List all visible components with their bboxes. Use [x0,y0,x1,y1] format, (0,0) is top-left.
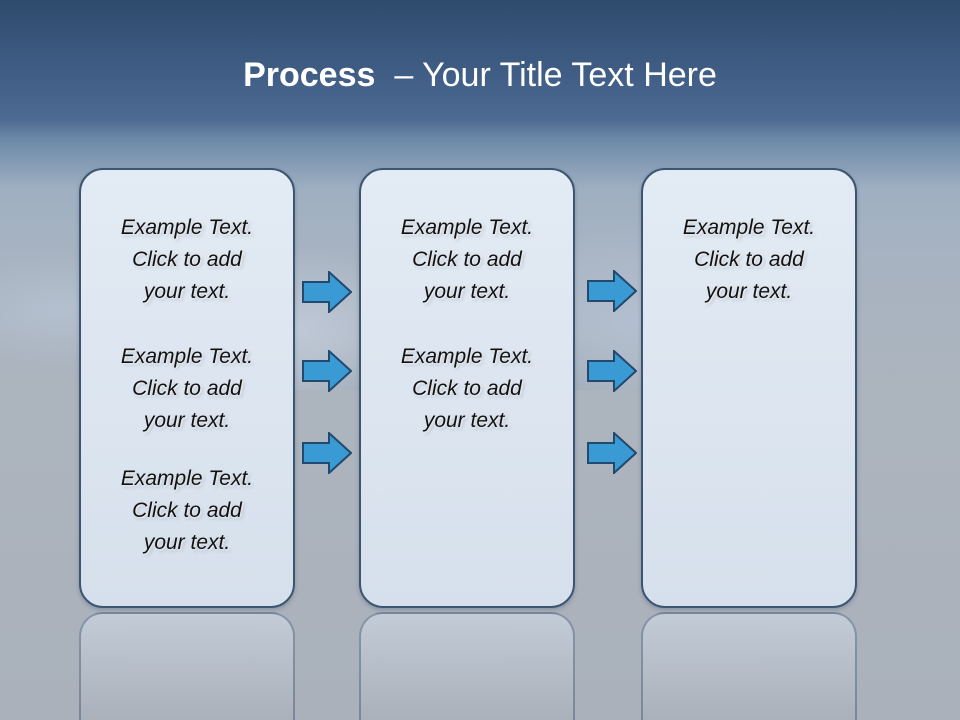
right-arrow-icon[interactable] [302,271,352,313]
text-placeholder[interactable]: Example Text. Click to add your text. [361,341,573,437]
text-line: Click to add [132,499,242,522]
process-step-box-1[interactable]: Example Text. Click to add your text. Ex… [79,168,295,608]
text-line: your text. [143,280,231,303]
text-line: Example Text. [120,467,254,490]
text-placeholder[interactable]: Example Text. Click to add your text. [643,212,855,308]
slide-title[interactable]: Process – Your Title Text Here [0,50,960,100]
text-line: your text. [423,280,511,303]
right-arrow-icon[interactable] [302,350,352,392]
right-arrow-icon[interactable] [302,432,352,474]
text-placeholder[interactable]: Example Text. Click to add your text. [81,341,293,437]
text-line: Click to add [694,248,804,271]
text-line: Click to add [132,377,242,400]
title-rest-text: – Your Title Text Here [394,56,717,94]
text-line: Example Text. [120,216,254,239]
text-line: your text. [423,409,511,432]
text-line: Example Text. [682,216,816,239]
right-arrow-icon[interactable] [587,432,637,474]
text-line: your text. [705,280,793,303]
text-line: your text. [143,531,231,554]
text-placeholder[interactable]: Example Text. Click to add your text. [81,212,293,308]
process-step-box-2[interactable]: Example Text. Click to add your text. Ex… [359,168,575,608]
text-placeholder[interactable]: Example Text. Click to add your text. [361,212,573,308]
right-arrow-icon[interactable] [587,270,637,312]
right-arrow-icon[interactable] [587,350,637,392]
text-line: Example Text. [120,345,254,368]
box-reflection [79,612,295,720]
text-placeholder[interactable]: Example Text. Click to add your text. [81,463,293,559]
box-reflection [641,612,857,720]
text-line: Click to add [412,377,522,400]
text-line: Click to add [412,248,522,271]
text-line: your text. [143,409,231,432]
text-line: Example Text. [400,216,534,239]
text-line: Example Text. [400,345,534,368]
box-reflection [359,612,575,720]
title-bold-text: Process [243,56,376,94]
text-line: Click to add [132,248,242,271]
process-step-box-3[interactable]: Example Text. Click to add your text. [641,168,857,608]
